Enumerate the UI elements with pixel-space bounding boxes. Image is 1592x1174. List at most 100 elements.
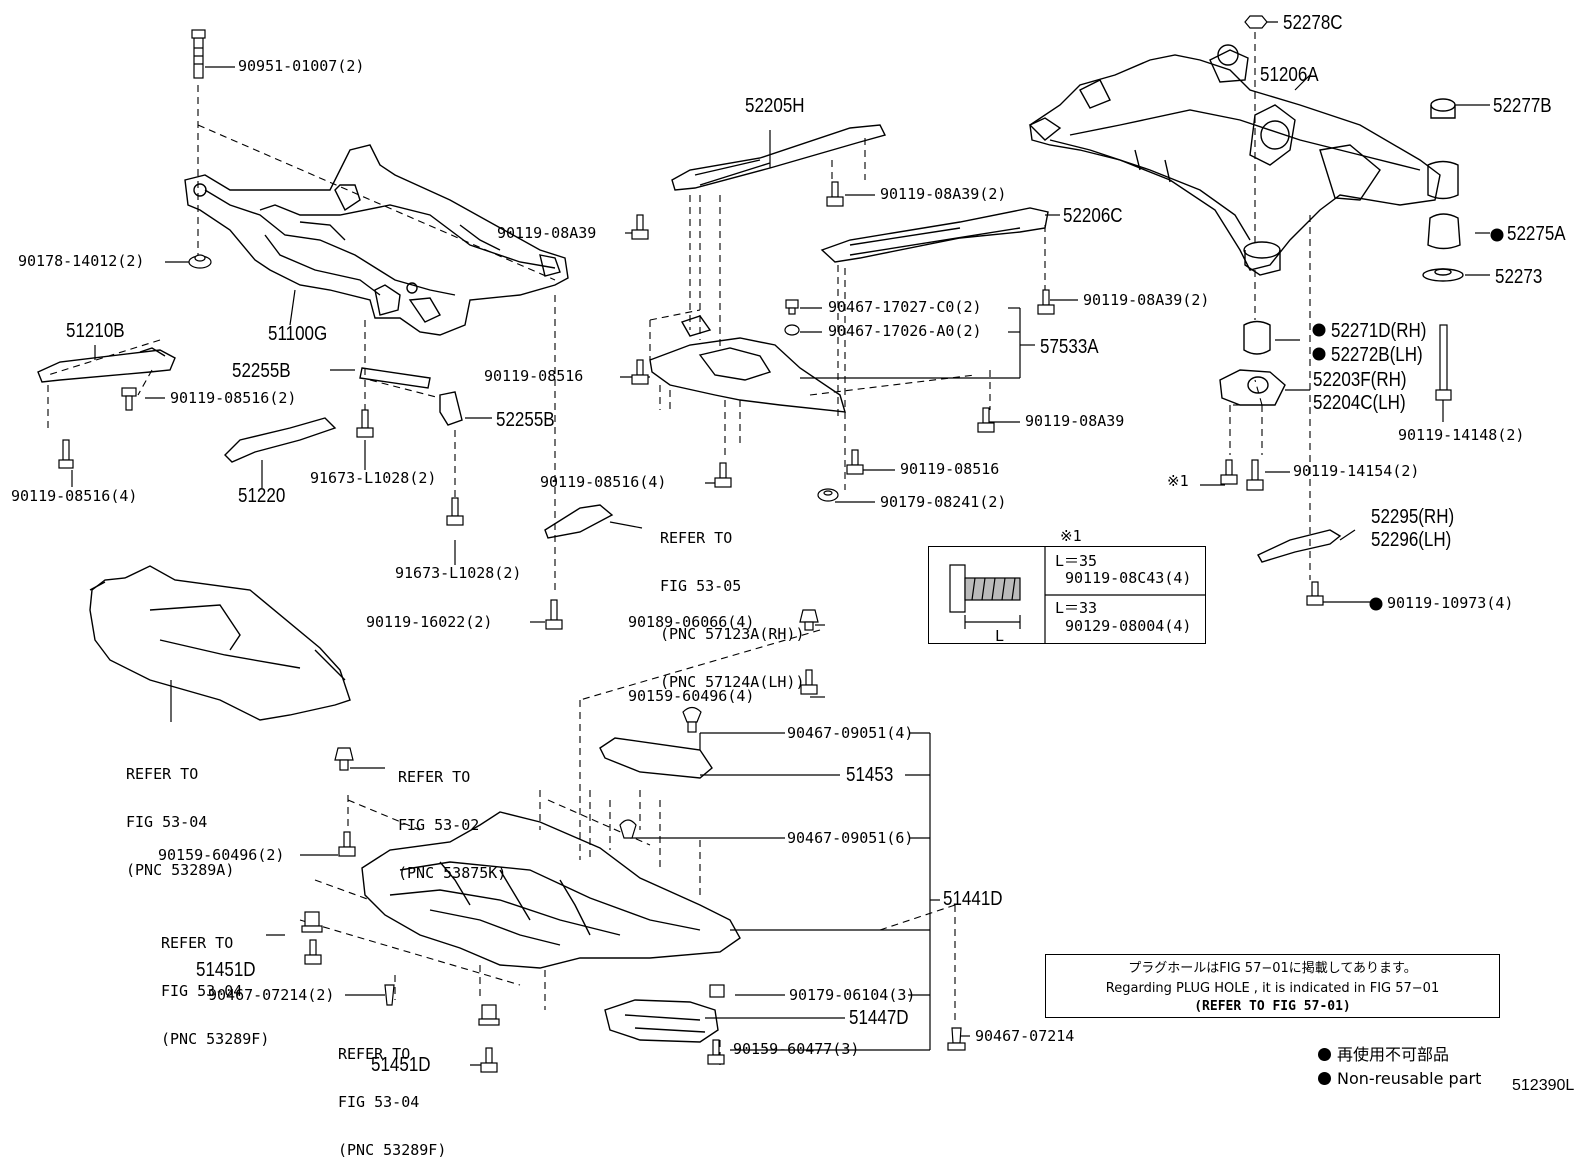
bolt-detail-icon <box>949 546 1206 644</box>
part-label: 90119-08516(4) <box>540 473 667 491</box>
part-label: 57533A <box>1040 336 1099 358</box>
clip-icon <box>799 609 819 631</box>
refer-note-fig-53-05: REFER TO FIG 53-05 (PNC 57123A(RH)) (PNC… <box>660 498 805 706</box>
part-label: 90467-17027-C0(2) <box>828 298 982 316</box>
table-length-1: L＝35 <box>1055 552 1098 570</box>
refer-line: (PNC 53289F) <box>161 1030 270 1048</box>
bolt-icon <box>977 407 995 433</box>
nut-icon <box>188 254 212 269</box>
note-japanese: プラグホールはFIG 57−01に掲載してあります。 <box>1128 961 1417 976</box>
part-label: 90951-01007(2) <box>238 57 365 75</box>
bolt-icon <box>304 939 322 965</box>
legend-jp-text: 再使用不可部品 <box>1337 1045 1450 1064</box>
refer-note-fig-53-04-a: REFER TO FIG 53-04 (PNC 53289A) <box>126 734 234 894</box>
part-label: 52277B <box>1493 95 1552 117</box>
bolt-icon <box>356 409 374 438</box>
bolt-icon <box>121 387 137 411</box>
non-reusable-dot-icon <box>1490 228 1504 242</box>
refer-note-fig-53-04-c: REFER TO FIG 53-04 (PNC 53289F) <box>338 1014 446 1174</box>
refer-line: FIG 53-05 <box>660 577 742 595</box>
refer-line: REFER TO <box>161 934 234 952</box>
rear-suspension-member-drawing <box>1028 44 1441 276</box>
part-label: 52255B <box>232 360 291 382</box>
refer-line: (PNC 57124A(LH)) <box>660 673 805 691</box>
table-mark: ※1 <box>1060 527 1082 545</box>
refer-line: FIG 53-02 <box>398 816 480 834</box>
parts-diagram <box>37 15 1504 1073</box>
part-label: 90119-10973(4) <box>1387 594 1514 612</box>
part-label: 52296(LH) <box>1371 529 1452 551</box>
bolt-icon <box>707 1039 725 1065</box>
bolt-icon <box>1306 581 1324 606</box>
part-label: 51447D <box>849 1007 909 1029</box>
refer-note-fig-53-04-b: REFER TO FIG 53-04 (PNC 53289F) <box>161 903 269 1063</box>
clip-icon <box>384 984 395 1006</box>
part-label: 90159-60477(3) <box>733 1040 860 1058</box>
refer-line: REFER TO <box>126 765 199 783</box>
part-label: 90119-14154(2) <box>1293 462 1420 480</box>
legend-japanese: 再使用不可部品 <box>1318 1046 1449 1064</box>
clip-icon <box>709 984 725 998</box>
note-english: Regarding PLUG HOLE , it is indicated in… <box>1105 981 1440 996</box>
part-label: 90119-16022(2) <box>366 613 493 631</box>
front-suspension-member-drawing <box>184 144 569 336</box>
table-part-1: 90119-08C43(4) <box>1065 569 1192 587</box>
clip-icon <box>478 1004 500 1026</box>
part-label: 52271D(RH) <box>1331 320 1427 342</box>
part-label: 90467-17026-A0(2) <box>828 322 982 340</box>
part-label: 51220 <box>238 485 286 507</box>
part-label: 90467-09051(6) <box>787 829 914 847</box>
non-reusable-dot-icon <box>1318 1048 1331 1061</box>
bolt-icon <box>338 831 356 857</box>
part-label: 90119-08516 <box>900 460 1000 478</box>
refer-line: REFER TO <box>660 529 733 547</box>
part-label: 52204C(LH) <box>1313 392 1406 414</box>
bolt-icon <box>846 449 864 475</box>
non-reusable-dot-icon <box>1369 597 1383 611</box>
part-label: 52203F(RH) <box>1313 369 1407 391</box>
bolt-icon <box>1037 289 1055 315</box>
part-label: 52272B(LH) <box>1331 344 1423 366</box>
figure-id: 512390L <box>1512 1077 1575 1094</box>
part-label: 91673-L1028(2) <box>310 469 437 487</box>
refer-line: (PNC 53289F) <box>338 1141 447 1159</box>
part-label: 51210B <box>66 320 125 342</box>
bolt-icon <box>1246 459 1264 491</box>
bolt-icon <box>631 214 649 240</box>
bolt-icon <box>446 497 464 526</box>
non-reusable-dot-icon <box>1312 323 1326 337</box>
refer-line: FIG 53-04 <box>161 982 243 1000</box>
part-label: 90467-09051(4) <box>787 724 914 742</box>
part-label: 90179-08241(2) <box>880 493 1007 511</box>
legend-en-text: Non-reusable part <box>1337 1069 1482 1088</box>
refer-line: REFER TO <box>338 1045 411 1063</box>
part-label: 52255B <box>496 409 555 431</box>
bolt-icon <box>545 599 563 630</box>
table-dim-label: L <box>995 627 1005 645</box>
bolt-length-table <box>928 546 1206 644</box>
part-label: 90467-07214 <box>975 1027 1075 1045</box>
part-label: 90119-08516 <box>484 367 584 385</box>
note-ref: (REFER TO FIG 57-01) <box>1194 999 1351 1014</box>
clip-icon <box>619 819 637 839</box>
part-label: 90467-07214(2) <box>208 986 335 1004</box>
stud-bolt-icon <box>191 29 206 79</box>
part-label: 52295(RH) <box>1371 506 1455 528</box>
table-part-2: 90129-08004(4) <box>1065 617 1192 635</box>
legend-english: Non-reusable part <box>1318 1070 1481 1088</box>
table-length-2: L＝33 <box>1055 599 1098 617</box>
bolt-icon <box>1435 324 1452 401</box>
plug-hole-note: プラグホールはFIG 57−01に掲載してあります。 Regarding PLU… <box>1045 954 1500 1018</box>
refer-note-fig-53-02: REFER TO FIG 53-02 (PNC 53875K) <box>398 737 506 897</box>
part-label: 90119-08516(4) <box>11 487 138 505</box>
part-label: 52275A <box>1507 223 1566 245</box>
clip-icon <box>334 747 354 771</box>
nut-icon <box>784 324 800 336</box>
part-label: 90119-08A39(2) <box>1083 291 1210 309</box>
part-label: 91673-L1028(2) <box>395 564 522 582</box>
bolt-icon <box>826 181 844 207</box>
bolt-icon <box>58 439 74 469</box>
part-label: 52205H <box>745 95 805 117</box>
bolt-icon <box>800 669 818 695</box>
part-label: 90119-08A39(2) <box>880 185 1007 203</box>
